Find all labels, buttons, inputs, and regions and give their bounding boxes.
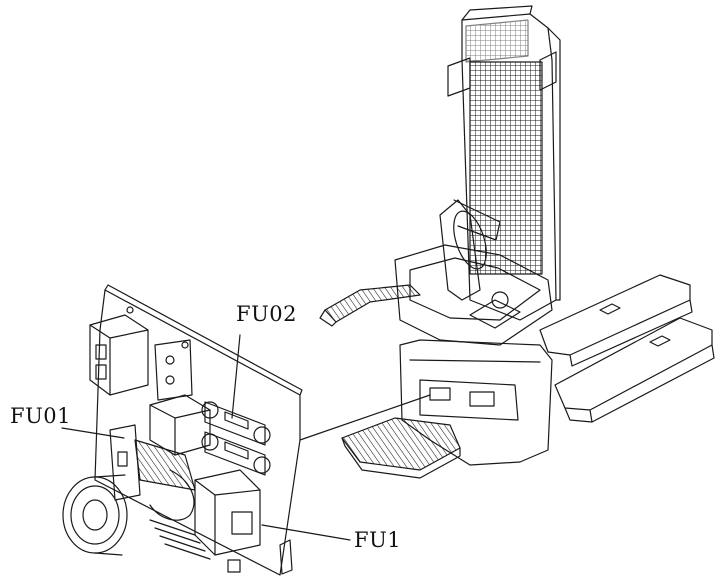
fork-lower: [554, 317, 713, 411]
handle-bar: [324, 284, 421, 323]
fuse-bracket-fu01: [109, 424, 141, 501]
chassis-head: [394, 244, 553, 346]
platform: [341, 417, 461, 471]
mast-grid: [469, 61, 543, 275]
relay-block: [149, 394, 211, 456]
detail-connector: [299, 394, 431, 441]
callout-fu02: FU02: [236, 302, 297, 326]
electrical-panel: [62, 284, 303, 576]
leader-line-fu01: [61, 427, 125, 439]
stacker-truck: [319, 5, 715, 479]
drive-wheel: [62, 474, 128, 556]
callout-fu01: FU01: [10, 404, 71, 428]
callout-fu1: FU1: [354, 528, 402, 552]
contactor: [89, 314, 149, 396]
fork-upper: [539, 274, 691, 356]
leader-line-fu02: [231, 334, 241, 419]
leader-line-fu1: [261, 524, 351, 541]
fuse-fu1: [231, 511, 253, 535]
fuse-holder-lower: [201, 431, 271, 476]
tiller-arm: [439, 199, 481, 301]
fuse-holder-fu02: [201, 401, 271, 446]
